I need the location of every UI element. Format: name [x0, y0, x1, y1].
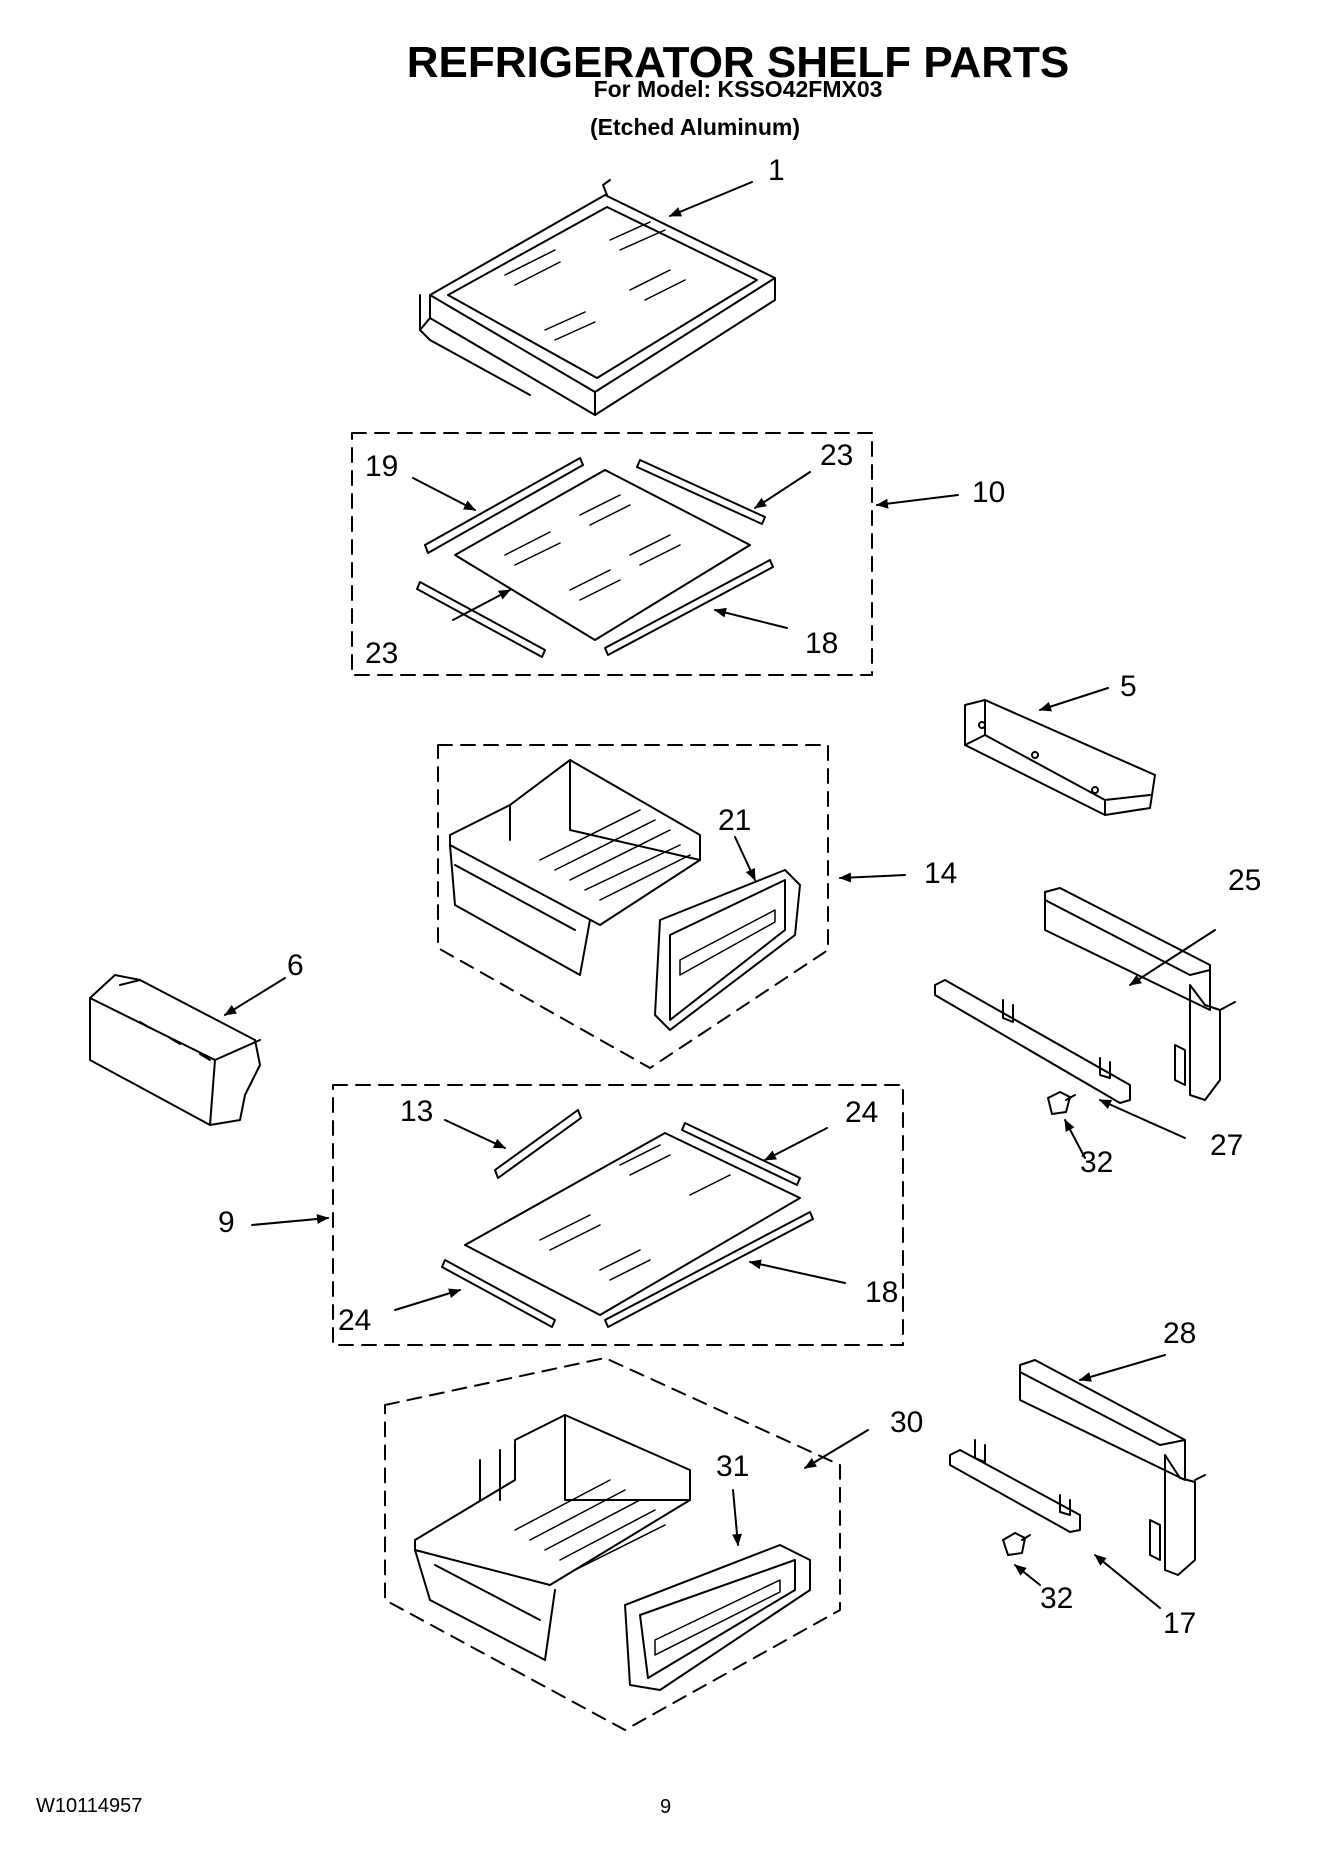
trim-24b	[441, 1259, 556, 1328]
callout-23-bottom: 23	[365, 637, 398, 670]
callout-5: 5	[1120, 670, 1137, 703]
leader-lines	[224, 181, 1216, 1609]
callout-13: 13	[400, 1095, 433, 1128]
callout-32-bottom: 32	[1040, 1582, 1073, 1615]
slide-rail-27	[934, 979, 1131, 1104]
callout-9: 9	[218, 1206, 235, 1239]
callout-1: 1	[768, 154, 785, 187]
crisper-drawer-part	[449, 759, 701, 976]
assembly-box-14	[437, 744, 829, 1069]
drawer-front-31	[624, 1544, 811, 1691]
variant-line: (Etched Aluminum)	[590, 114, 800, 140]
assembly-box-30	[384, 1357, 841, 1731]
callout-24-bottom: 24	[338, 1304, 371, 1337]
screw-32a	[1047, 1091, 1076, 1115]
document-number: W10114957	[36, 1795, 143, 1817]
glass-shelf-part	[454, 469, 751, 641]
callout-31: 31	[716, 1450, 749, 1483]
bin-part-6	[89, 974, 261, 1126]
crisper-cover-support-25	[1044, 887, 1236, 1101]
assembly-box-9	[332, 1084, 904, 1346]
trim-19	[424, 457, 584, 554]
page-title: REFRIGERATOR SHELF PARTS	[406, 38, 1070, 87]
trim-24a	[681, 1122, 801, 1186]
drawer-front-21	[654, 869, 801, 1031]
rail-part-5	[964, 699, 1156, 816]
assembly-box-10	[351, 432, 873, 676]
callout-28: 28	[1163, 1317, 1196, 1350]
callout-19: 19	[365, 450, 398, 483]
trim-23a	[636, 459, 766, 525]
screw-32b	[1002, 1532, 1031, 1556]
callout-32-top: 32	[1080, 1146, 1113, 1179]
freezer-cover-support-28	[1019, 1359, 1206, 1576]
callout-23-top: 23	[820, 439, 853, 472]
trim-23b	[416, 581, 546, 658]
glass-shelf-9	[464, 1132, 801, 1316]
trim-13	[494, 1109, 582, 1179]
callout-labels: 1 19 23 10 23 18 5 21 14 25 6 27 32 13 2…	[218, 154, 1261, 1640]
trim-18b	[604, 1211, 814, 1328]
model-line: For Model: KSSO42FMX03	[593, 76, 883, 102]
callout-30: 30	[890, 1406, 923, 1439]
callout-27: 27	[1210, 1129, 1243, 1162]
page-number: 9	[660, 1796, 672, 1818]
callout-14: 14	[924, 857, 957, 890]
freezer-drawer-part	[414, 1414, 691, 1661]
slide-rail-17	[949, 1439, 1081, 1533]
callout-18-bottom: 18	[865, 1276, 898, 1309]
callout-10: 10	[972, 476, 1005, 509]
callout-18-top: 18	[805, 627, 838, 660]
callout-25: 25	[1228, 864, 1261, 897]
trim-18a	[604, 559, 774, 656]
shelf-assembly-part	[419, 179, 776, 416]
callout-21: 21	[718, 804, 751, 837]
callout-6: 6	[287, 949, 304, 982]
callout-24-top: 24	[845, 1096, 878, 1129]
callout-17: 17	[1163, 1607, 1196, 1640]
